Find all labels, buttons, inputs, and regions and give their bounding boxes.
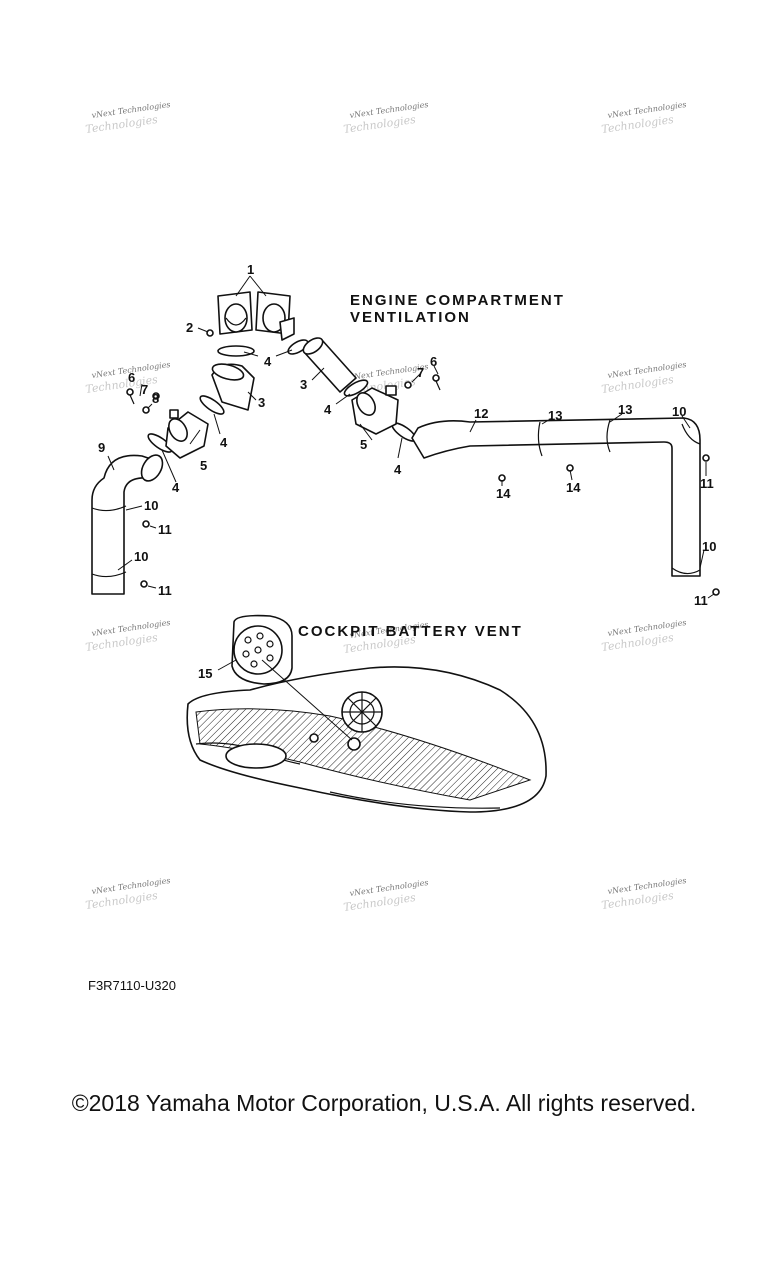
vent-cover-left-part xyxy=(217,291,253,335)
callout-4: 4 xyxy=(394,462,402,477)
heading-cockpit: COCKPIT BATTERY VENT xyxy=(298,623,523,640)
blower-right-part xyxy=(351,385,399,435)
callout-4: 4 xyxy=(264,354,272,369)
watermark: Technologies vNext Technologies xyxy=(85,618,171,654)
cockpit-assembly xyxy=(186,666,547,813)
hose-clamp-part xyxy=(147,339,417,453)
callout-15: 15 xyxy=(198,666,212,681)
watermark: Technologies vNext Technologies xyxy=(601,100,687,136)
callout-3: 3 xyxy=(258,395,265,410)
callout-10: 10 xyxy=(672,404,686,419)
callout-4: 4 xyxy=(324,402,332,417)
callout-4: 4 xyxy=(220,435,228,450)
callout-10: 10 xyxy=(134,549,148,564)
callout-5: 5 xyxy=(200,458,207,473)
watermark: Technologies vNext Technologies xyxy=(85,876,171,912)
watermark: Technologies vNext Technologies xyxy=(343,100,429,136)
callout-11: 11 xyxy=(158,522,172,537)
callouts: 1 2 4 3 3 6 7 8 4 4 5 9 4 10 11 10 11 6 … xyxy=(98,262,716,681)
callout-10: 10 xyxy=(144,498,158,513)
callout-10: 10 xyxy=(702,539,716,554)
callout-11: 11 xyxy=(694,593,708,608)
hose-left-part xyxy=(91,454,164,595)
callout-11: 11 xyxy=(158,583,172,598)
callout-14: 14 xyxy=(566,480,581,495)
elbow-duct-right-part xyxy=(302,337,357,393)
callout-7: 7 xyxy=(141,382,148,397)
callout-7: 7 xyxy=(417,365,424,380)
leader-lines xyxy=(107,275,715,741)
callout-13: 13 xyxy=(548,408,562,423)
watermark: Technologies vNext Technologies xyxy=(601,360,687,396)
heading-engine-line2: VENTILATION xyxy=(350,309,471,326)
callout-9: 9 xyxy=(98,440,105,455)
callout-13: 13 xyxy=(618,402,632,417)
blower-left-part xyxy=(165,409,209,459)
figure-code: F3R7110-U320 xyxy=(88,978,176,993)
callout-5: 5 xyxy=(360,437,367,452)
fastener-parts xyxy=(126,329,720,596)
watermark: Technologies vNext Technologies xyxy=(601,618,687,654)
hose-right-part xyxy=(411,417,701,577)
watermark: Technologies vNext Technologies xyxy=(85,100,171,136)
callout-3: 3 xyxy=(300,377,307,392)
callout-8: 8 xyxy=(152,391,159,406)
callout-6: 6 xyxy=(430,354,437,369)
battery-vent-part xyxy=(231,614,293,685)
callout-2: 2 xyxy=(186,320,193,335)
watermark: Technologies vNext Technologies xyxy=(601,876,687,912)
callout-12: 12 xyxy=(474,406,488,421)
callout-11: 11 xyxy=(700,476,714,491)
heading-engine-line1: ENGINE COMPARTMENT xyxy=(350,292,565,309)
vent-cover-right-part xyxy=(255,291,295,341)
callout-4: 4 xyxy=(172,480,180,495)
callout-14: 14 xyxy=(496,486,511,501)
callout-1: 1 xyxy=(247,262,254,277)
callout-6: 6 xyxy=(128,370,135,385)
elbow-duct-left-part xyxy=(211,363,255,411)
copyright-notice: ©2018 Yamaha Motor Corporation, U.S.A. A… xyxy=(71,1090,697,1116)
watermark: Technologies vNext Technologies xyxy=(343,878,429,914)
